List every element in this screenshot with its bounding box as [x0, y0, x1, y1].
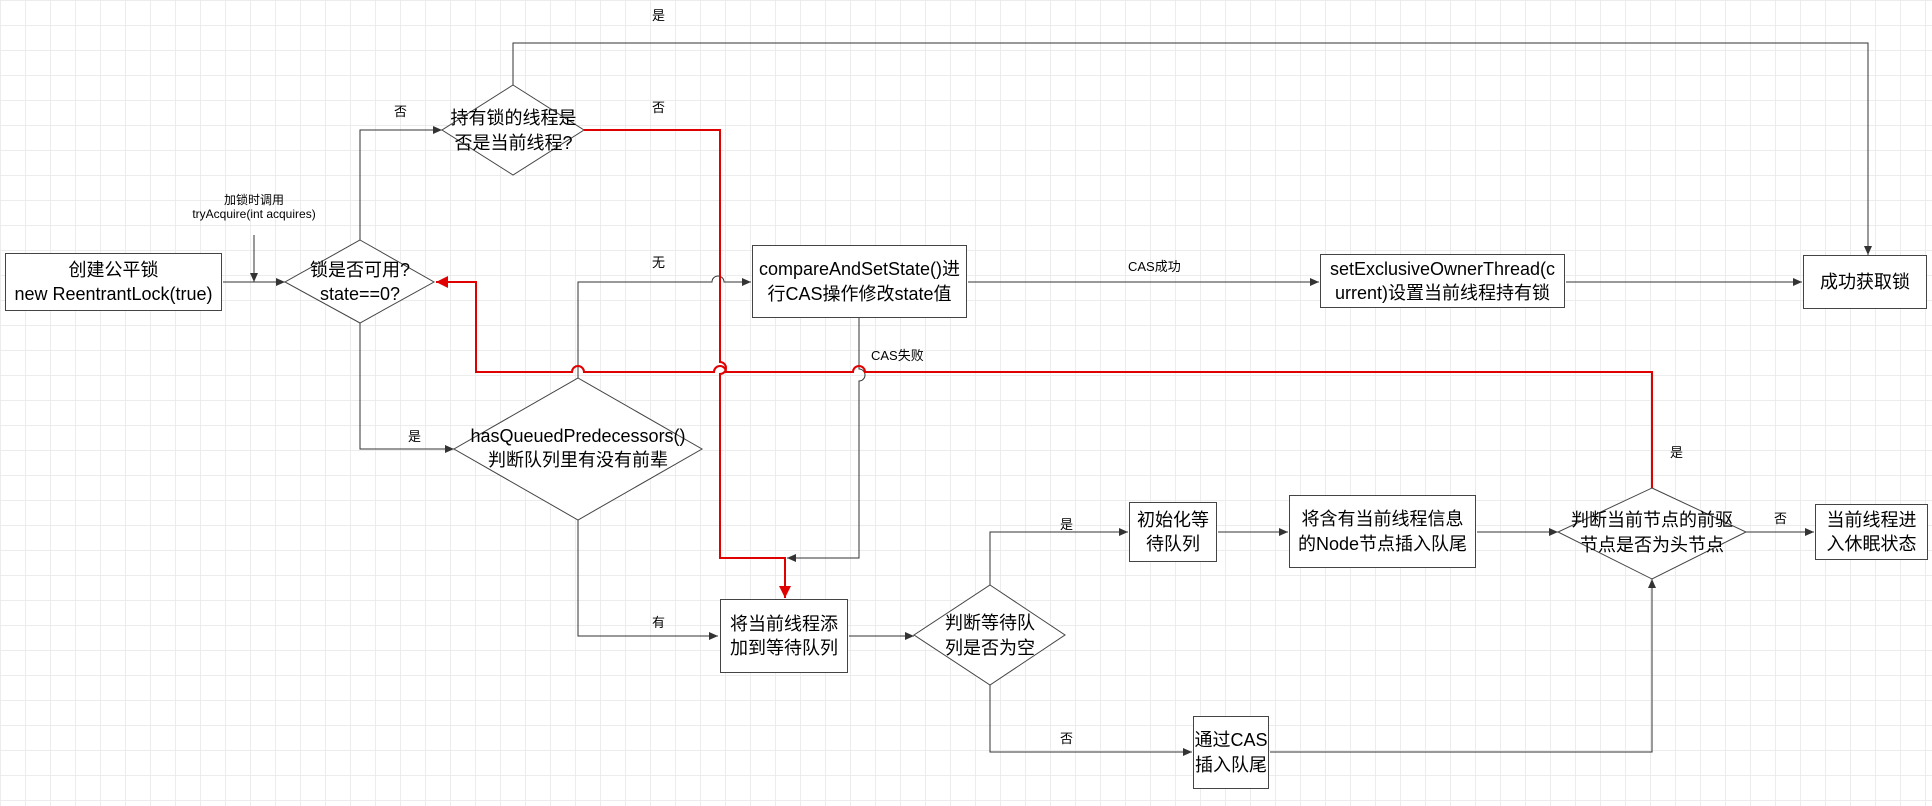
edge-predecessors-none [577, 275, 751, 378]
insert-node-tail-node: 将含有当前线程信息 的Node节点插入队尾 [1289, 495, 1476, 568]
set-owner-node: setExclusiveOwnerThread(c urrent)设置当前线程持… [1320, 254, 1565, 308]
prev-head-yes-label: 是 [1670, 445, 1684, 460]
call-note-label: 加锁时调用 tryAcquire(int acquires) [192, 193, 316, 222]
queue-empty-decision: 判断等待队 列是否为空 [945, 613, 1035, 658]
edge-predecessors-have [577, 520, 718, 640]
edge-red-prev-head-yes [436, 276, 1653, 488]
acquire-success-node: 成功获取锁 [1803, 255, 1927, 309]
edge-available-no [359, 126, 442, 240]
edge-cas-insert-to-prev-head [1270, 579, 1656, 753]
add-to-queue-node: 将当前线程添 加到等待队列 [720, 599, 848, 673]
prev-head-no-label: 否 [1774, 511, 1788, 526]
edge-available-yes [359, 323, 454, 453]
edge-reentrant-yes [512, 42, 1872, 255]
compare-and-set-node: compareAndSetState()进 行CAS操作修改state值 [752, 245, 967, 318]
predecessors-none-label: 无 [652, 255, 666, 270]
queue-empty-no-label: 否 [1060, 731, 1074, 746]
predecessors-have-label: 有 [652, 615, 666, 630]
holder-no-label: 否 [652, 100, 666, 115]
edge-cas-fail [787, 318, 866, 562]
diamond-holder-current [441, 84, 585, 176]
cas-insert-tail-node: 通过CAS 插入队尾 [1193, 716, 1269, 789]
thread-sleep-node: 当前线程进 入休眠状态 [1815, 504, 1928, 560]
has-queued-predecessors-decision: hasQueuedPredecessors() 判断队列里有没有前辈 [470, 425, 686, 470]
holder-is-current-decision: 持有锁的线程是 否是当前线程? [450, 108, 577, 153]
edge-red-holder-no [584, 129, 791, 598]
create-lock-node: 创建公平锁 new ReentrantLock(true) [5, 253, 222, 311]
available-yes-label: 是 [408, 429, 422, 444]
edge-queue-empty-yes [989, 528, 1128, 585]
prev-is-head-decision: 判断当前节点的前驱 节点是否为头节点 [1571, 510, 1733, 555]
edge-queue-empty-no [989, 685, 1192, 756]
lock-available-decision: 锁是否可用? state==0? [309, 259, 410, 304]
queue-empty-yes-label: 是 [1060, 517, 1074, 532]
cas-success-label: CAS成功 [1128, 259, 1181, 274]
available-no-label: 否 [394, 104, 408, 119]
init-queue-node: 初始化等 待队列 [1129, 502, 1217, 562]
reentrant-yes-label: 是 [652, 8, 666, 23]
cas-fail-label: CAS失败 [871, 348, 924, 363]
